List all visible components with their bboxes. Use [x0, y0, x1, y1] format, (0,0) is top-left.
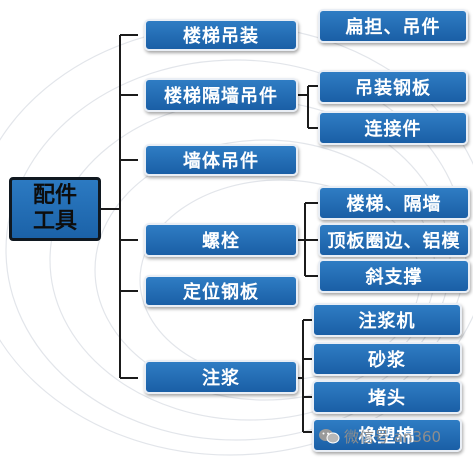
- item-node: 斜支撑: [318, 259, 470, 293]
- watermark: 微信号 an360: [318, 425, 441, 447]
- item-node: 扁担、吊件: [318, 9, 468, 43]
- item-node: 堵头: [312, 380, 462, 414]
- wechat-icon: [318, 428, 340, 444]
- category-node-bolts: 螺栓: [144, 223, 298, 257]
- watermark-text: 微信号 an360: [344, 427, 442, 446]
- item-node: 连接件: [318, 111, 468, 145]
- category-node-lifting-stairs: 楼梯吊装: [144, 19, 298, 51]
- item-node: 砂浆: [312, 342, 462, 376]
- item-node: 注浆机: [312, 303, 462, 337]
- category-node-wall-lifting: 墙体吊件: [144, 144, 298, 176]
- root-label: 配件 工具: [32, 183, 77, 234]
- root-node: 配件 工具: [9, 177, 101, 241]
- item-node: 楼梯、隔墙: [318, 186, 470, 220]
- category-node-stair-partition-lifting: 楼梯隔墙吊件: [144, 78, 298, 112]
- category-node-positioning-plate: 定位钢板: [144, 275, 298, 307]
- item-node: 顶板圈边、铝模: [318, 223, 470, 257]
- item-node: 吊装钢板: [318, 70, 468, 104]
- category-node-grouting: 注浆: [144, 360, 298, 394]
